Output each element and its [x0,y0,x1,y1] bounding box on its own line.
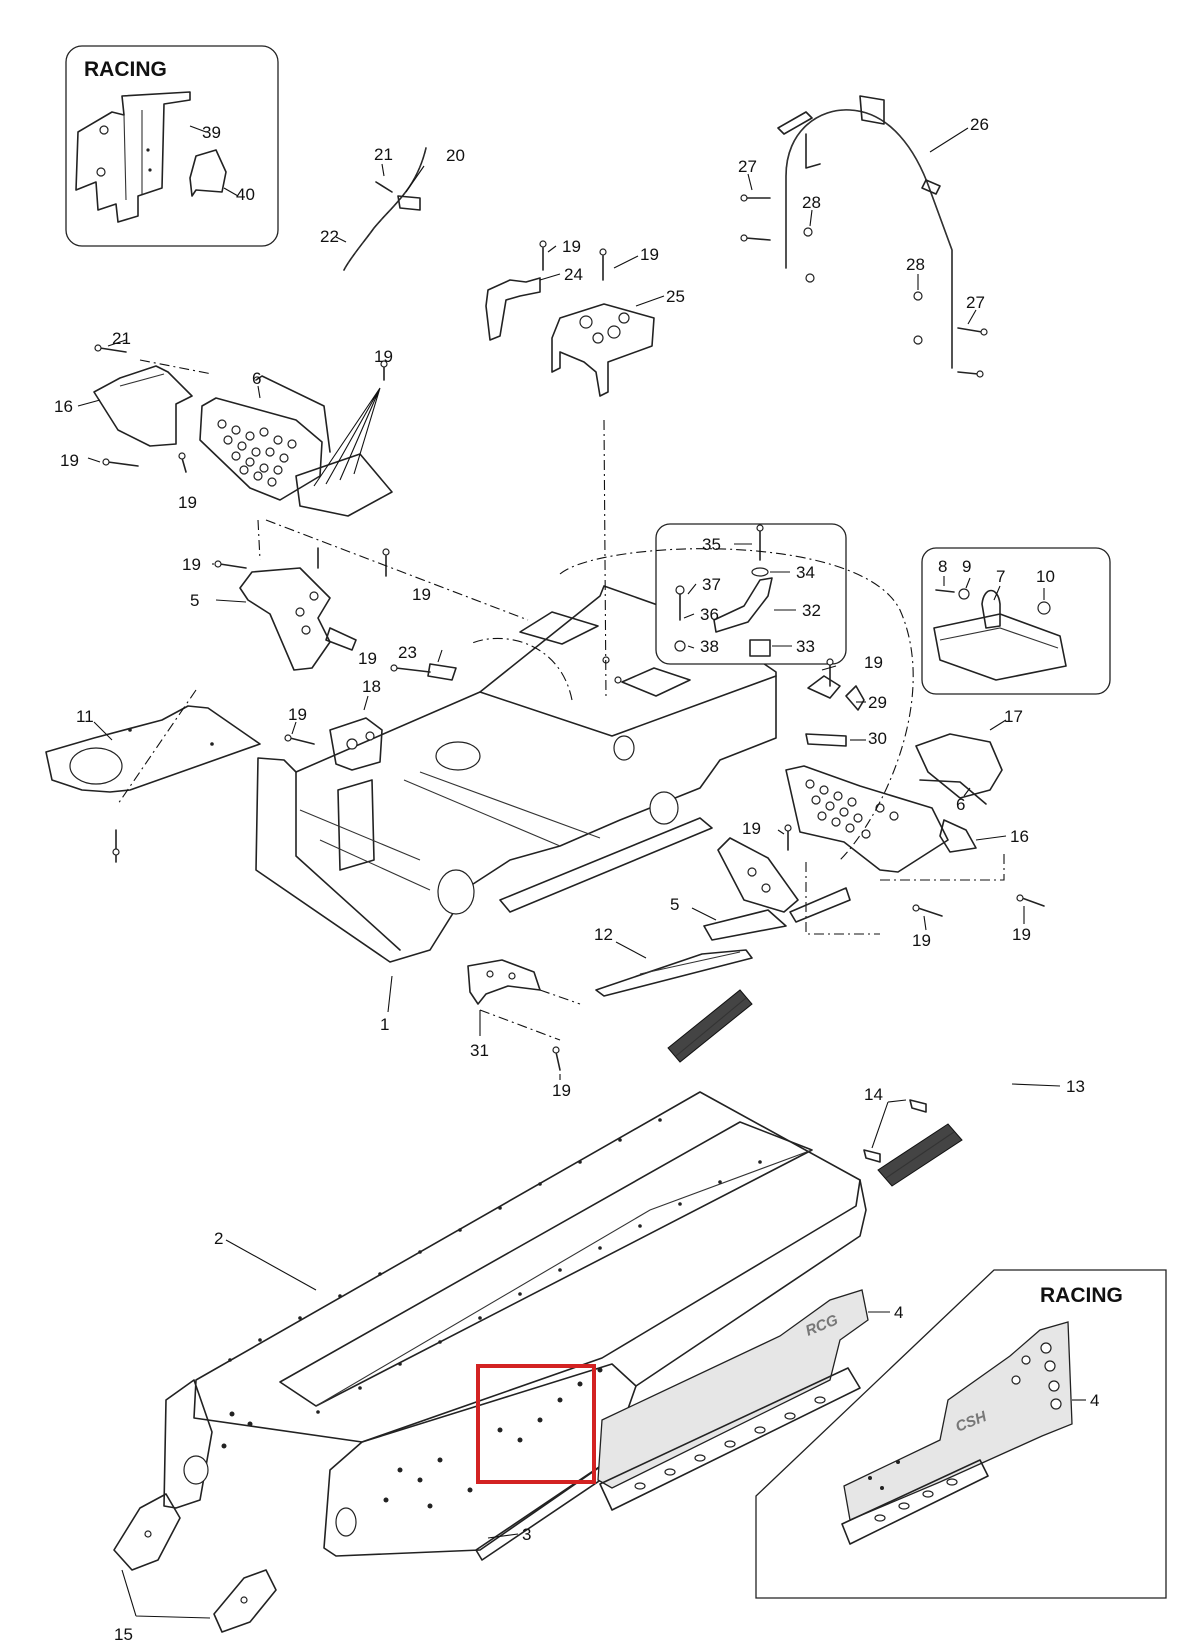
label-19-bulk-b: 19 [288,705,307,724]
skid-plate-11: 11 [45,689,261,863]
label-5-right: 5 [670,895,679,914]
label-19-right-c: 19 [912,931,931,950]
label-2: 2 [214,1229,223,1248]
label-19-25: 19 [640,245,659,264]
label-37: 37 [702,575,721,594]
label-38: 38 [700,637,719,656]
left-footrest-holes [217,419,297,487]
label-3: 3 [522,1525,531,1544]
label-21-strap: 21 [374,145,393,164]
label-19-left-c: 19 [374,347,393,366]
label-10: 10 [1036,567,1055,586]
assembly-link-2 [469,637,573,701]
racing-inset-bottom-label: RACING [1040,1284,1123,1307]
label-16-right: 16 [1010,827,1029,846]
label-29: 29 [868,693,887,712]
label-4-rcg: 4 [894,1303,903,1322]
label-19-left-d: 19 [182,555,201,574]
strap-assembly: 21 20 22 [320,145,465,271]
right-footrest-assembly: 19 29 30 6 17 16 19 19 19 [742,653,1045,950]
left-spindle-bracket: 19 5 19 [182,519,431,671]
label-1: 1 [380,1015,389,1034]
label-25: 25 [666,287,685,306]
label-13: 13 [1066,1077,1085,1096]
hitch-inset-7-10: 8 9 7 10 [921,547,1111,695]
label-19-right-a: 19 [864,653,883,672]
assembly-link-1 [559,548,914,861]
highlight-box [476,1364,596,1484]
label-15: 15 [114,1625,133,1640]
label-8: 8 [938,557,947,576]
label-12: 12 [594,925,613,944]
racing-inset-bottom: RACING CSH 4 [755,1269,1167,1599]
label-18: 18 [362,677,381,696]
label-30: 30 [868,729,887,748]
label-28-right: 28 [906,255,925,274]
label-4-racing: 4 [1090,1391,1099,1410]
bulkhead-frame-1: 1 [255,419,777,1034]
label-16-left: 16 [54,397,73,416]
rail-4-holes [634,1396,826,1490]
label-6-left: 6 [252,369,261,388]
label-27-left: 27 [738,157,757,176]
label-31: 31 [470,1041,489,1060]
tunnel-2: 2 3 [163,1091,867,1561]
label-33: 33 [796,637,815,656]
racing-inset-top-label: RACING [84,58,167,81]
label-28-left: 28 [802,193,821,212]
label-19-31: 19 [552,1081,571,1100]
label-27-right: 27 [966,293,985,312]
label-11: 11 [76,707,94,726]
label-32: 32 [802,601,821,620]
label-7: 7 [996,567,1005,586]
label-14: 14 [864,1085,883,1104]
hardware-inset-32-38: 35 34 37 32 36 33 38 [655,523,847,665]
rear-grab-bar-13: 13 14 [667,956,1085,1187]
side-rail-4-rcg: RCG 4 [597,1289,903,1511]
brackets-18-23: 18 23 19 19 [284,643,457,771]
label-5-left: 5 [190,591,199,610]
plates-15: 15 [113,1493,277,1640]
racing-rail-holes [868,1342,1062,1522]
label-40: 40 [236,185,255,204]
right-spindle-bracket: 5 [670,837,851,941]
label-19-left-e: 19 [412,585,431,604]
tunnel-rivets [221,1118,762,1509]
label-19-24: 19 [562,237,581,256]
label-24: 24 [564,265,583,284]
label-19-bulk-a: 19 [358,649,377,668]
label-36: 36 [700,605,719,624]
label-21-left: 21 [112,329,131,348]
racing-inset-top: RACING 39 40 [65,45,279,247]
bracket-31: 31 19 [467,959,581,1100]
hoop-assembly: 26 27 28 28 27 [738,95,989,378]
label-6-right: 6 [956,795,965,814]
side-rail-12: 12 [594,925,753,997]
right-footrest-holes [805,779,899,839]
label-34: 34 [796,563,815,582]
label-19-left-b: 19 [178,493,197,512]
label-19-right-b: 19 [742,819,761,838]
label-20: 20 [446,146,465,165]
label-22: 22 [320,227,339,246]
brackets-24-25: 19 24 19 25 [485,237,685,397]
label-35: 35 [702,535,721,554]
label-26: 26 [970,115,989,134]
left-footrest-assembly: 21 16 19 19 6 19 [54,329,393,517]
label-23: 23 [398,643,417,662]
label-19-right-d: 19 [1012,925,1031,944]
label-17: 17 [1004,707,1023,726]
label-9: 9 [962,557,971,576]
label-19-left-a: 19 [60,451,79,470]
label-39: 39 [202,123,221,142]
